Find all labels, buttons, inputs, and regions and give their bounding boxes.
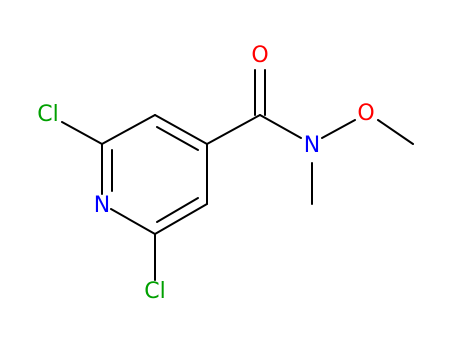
bond-c5-c6 — [154, 203, 208, 235]
bond-c3-c4 — [154, 114, 208, 145]
bond-carbonyl-c-n — [259, 114, 302, 139]
bond-c2-cl — [61, 121, 103, 145]
amide-nitrogen-label: N — [304, 133, 320, 158]
bond-o-methyl — [377, 119, 414, 145]
bond-c3-c4-inner — [156, 126, 199, 151]
methoxy-oxygen-label: O — [357, 101, 374, 126]
bond-c4-carbonyl-c — [206, 114, 261, 145]
chlorine-atom-label: Cl — [37, 102, 58, 127]
bond-c5-c6-inner — [156, 197, 199, 223]
bond-c2-c3 — [101, 114, 156, 145]
ring-nitrogen-label: N — [94, 193, 110, 218]
bond-c6-n1 — [110, 208, 156, 235]
carbonyl-oxygen-label: O — [251, 43, 268, 68]
chlorine-atom-label: Cl — [144, 279, 165, 304]
bond-n-o — [321, 119, 356, 139]
